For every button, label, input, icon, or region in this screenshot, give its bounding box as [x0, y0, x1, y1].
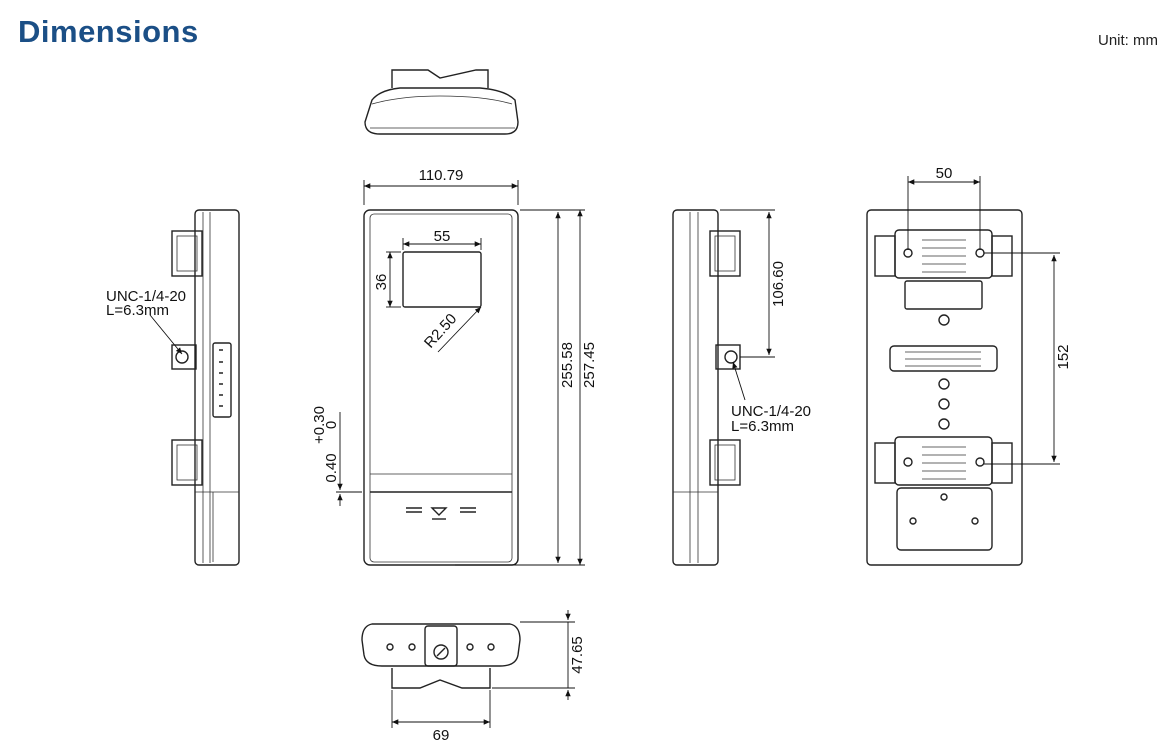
outer-height-label: 257.45 — [581, 342, 598, 388]
tolerance-upper: +0.30 — [311, 406, 328, 444]
front-width-label: 110.79 — [419, 167, 464, 184]
rear-view: 50 152 — [866, 165, 1072, 566]
left-side-view: UNC-1/4-20 L=6.3mm — [106, 209, 240, 566]
left-thread-label: UNC-1/4-20 — [106, 288, 186, 305]
rear-horizontal-spacing: 50 — [936, 165, 953, 182]
rear-vertical-spacing: 152 — [1055, 344, 1072, 369]
front-view: 110.79 55 36 R2.50 255.58 257.45 +0.30 0… — [311, 167, 598, 566]
display-height-label: 36 — [373, 274, 390, 291]
offset-label: 0.40 — [323, 453, 340, 482]
page-title: Dimensions — [18, 14, 199, 49]
right-thread-length: L=6.3mm — [731, 418, 794, 435]
top-view — [364, 69, 519, 135]
bottom-depth-label: 47.65 — [569, 636, 586, 674]
bottom-view: 47.65 69 — [361, 610, 586, 744]
right-side-view: 106.60 UNC-1/4-20 L=6.3mm — [672, 209, 811, 566]
display-width-label: 55 — [434, 228, 451, 245]
inner-height-label: 255.58 — [559, 342, 576, 388]
bottom-width-label: 69 — [433, 727, 450, 744]
left-thread-length: L=6.3mm — [106, 302, 169, 319]
unit-label: Unit: mm — [1098, 32, 1158, 49]
mount-height-label: 106.60 — [770, 261, 787, 307]
tolerance-lower: 0 — [323, 421, 340, 429]
right-thread-label: UNC-1/4-20 — [731, 403, 811, 420]
corner-radius-label: R2.50 — [421, 310, 460, 351]
